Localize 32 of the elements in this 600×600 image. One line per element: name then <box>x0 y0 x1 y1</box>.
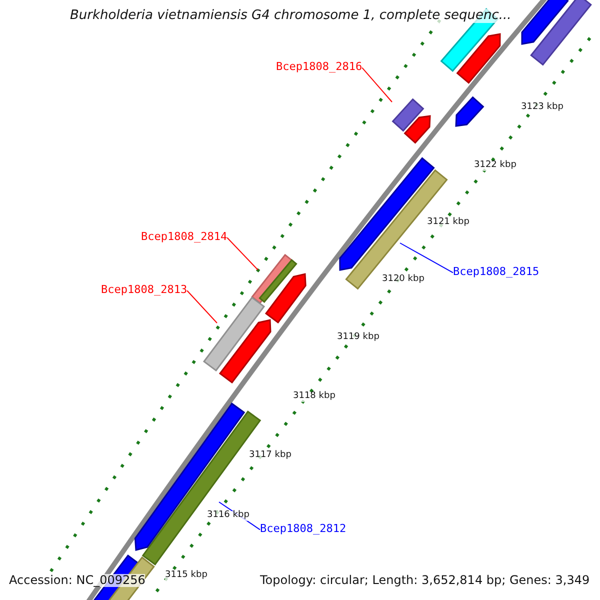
position-label: 3121 kbp <box>427 218 470 228</box>
gene-feature-bar <box>521 0 569 45</box>
gene-label: Bcep1808_2815 <box>453 266 540 278</box>
position-label: 3123 kbp <box>521 103 564 113</box>
position-label: 3120 kbp <box>382 275 424 285</box>
leader-line <box>400 242 454 274</box>
gene-label: Bcep1808_2816 <box>276 61 362 74</box>
position-label: 3119 kbp <box>337 333 380 343</box>
gene-label: Bcep1808_2812 <box>260 523 346 536</box>
position-label: 3122 kbp <box>474 161 516 171</box>
title: Burkholderia vietnamiensis G4 chromosome 1, complete sequenc... <box>70 9 512 24</box>
info-text: Topology: circular; Length: 3,652,814 bp; Genes: 3,349 <box>260 574 590 588</box>
gene-label: Bcep1808_2814 <box>141 231 228 244</box>
gene-feature-bar <box>258 259 298 303</box>
gene-label: Bcep1808_2813 <box>101 284 188 296</box>
info-text: Accession: NC_009256 <box>9 574 146 588</box>
gene-feature-bar <box>202 296 266 372</box>
gene-feature-bar <box>530 0 592 66</box>
gene-feature-bar <box>218 319 272 384</box>
gene-feature-bar <box>392 98 424 132</box>
leader-line <box>226 237 258 270</box>
position-label: 3118 kbp <box>293 392 336 402</box>
gene-feature-bar <box>456 33 501 84</box>
position-label: 3115 kbp <box>165 571 208 581</box>
gene-feature-bar <box>345 169 448 290</box>
leader-line <box>362 67 392 102</box>
position-label: 3117 kbp <box>249 451 292 461</box>
gene-feature-bar <box>264 273 306 324</box>
leader-line <box>186 290 218 324</box>
gene-feature-bar <box>455 96 484 127</box>
gene-feature-bar <box>404 115 431 144</box>
position-label: 3116 kbp <box>207 511 250 521</box>
